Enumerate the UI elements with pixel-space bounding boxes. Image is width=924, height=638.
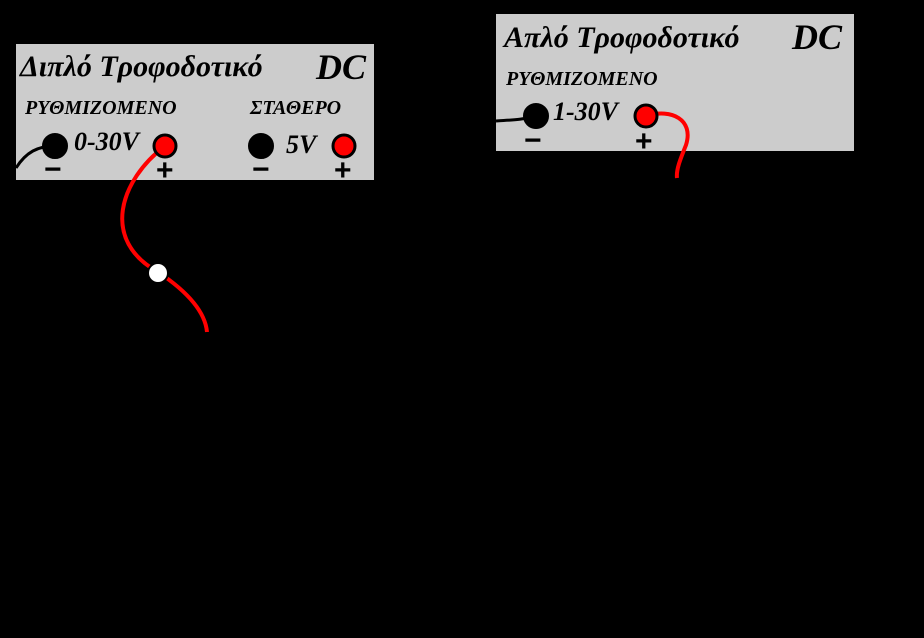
fixed-value-label: 5V	[286, 130, 317, 159]
fixed-negative-terminal	[248, 133, 274, 159]
single-supply-title: Απλό Τροφοδοτικό	[504, 21, 740, 54]
adjustable-output-label: ΡΥΘΜΙΖΟΜΕΝΟ	[25, 97, 177, 119]
single-plus-sign: +	[635, 125, 653, 158]
fixed-minus-sign: −	[252, 153, 270, 186]
fixed-output-label: ΣΤΑΘΕΡΟ	[250, 97, 342, 119]
fixed-positive-terminal	[331, 133, 357, 159]
adjustable-plus-sign: +	[156, 154, 174, 187]
adjustable-positive-terminal	[152, 133, 178, 159]
fixed-plus-sign: +	[334, 154, 352, 187]
double-supply-dc-label: DC	[316, 47, 367, 87]
single-positive-wire	[645, 111, 690, 179]
single-negative-terminal	[523, 103, 549, 129]
single-adjustable-label: ΡΥΘΜΙΖΟΜΕΝΟ	[506, 68, 658, 90]
single-positive-terminal	[633, 103, 659, 129]
double-power-supply-panel: Διπλό Τροφοδοτικό DC ΡΥΘΜΙΖΟΜΕΝΟ ΣΤΑΘΕΡΟ…	[16, 44, 374, 186]
adjustable-minus-sign: −	[44, 153, 62, 186]
single-range-label: 1-30V	[553, 97, 618, 126]
single-power-supply-panel: Απλό Τροφοδοτικό DC ΡΥΘΜΙΖΟΜΕΝΟ 1-30V − …	[496, 14, 854, 157]
single-supply-dc-label: DC	[792, 17, 843, 57]
double-supply-title: Διπλό Τροφοδοτικό	[20, 50, 263, 83]
single-minus-sign: −	[524, 124, 542, 157]
double-positive-wire	[120, 144, 209, 333]
junction-node	[147, 262, 169, 284]
adjustable-negative-terminal	[42, 133, 68, 159]
adjustable-range-label: 0-30V	[74, 127, 139, 156]
